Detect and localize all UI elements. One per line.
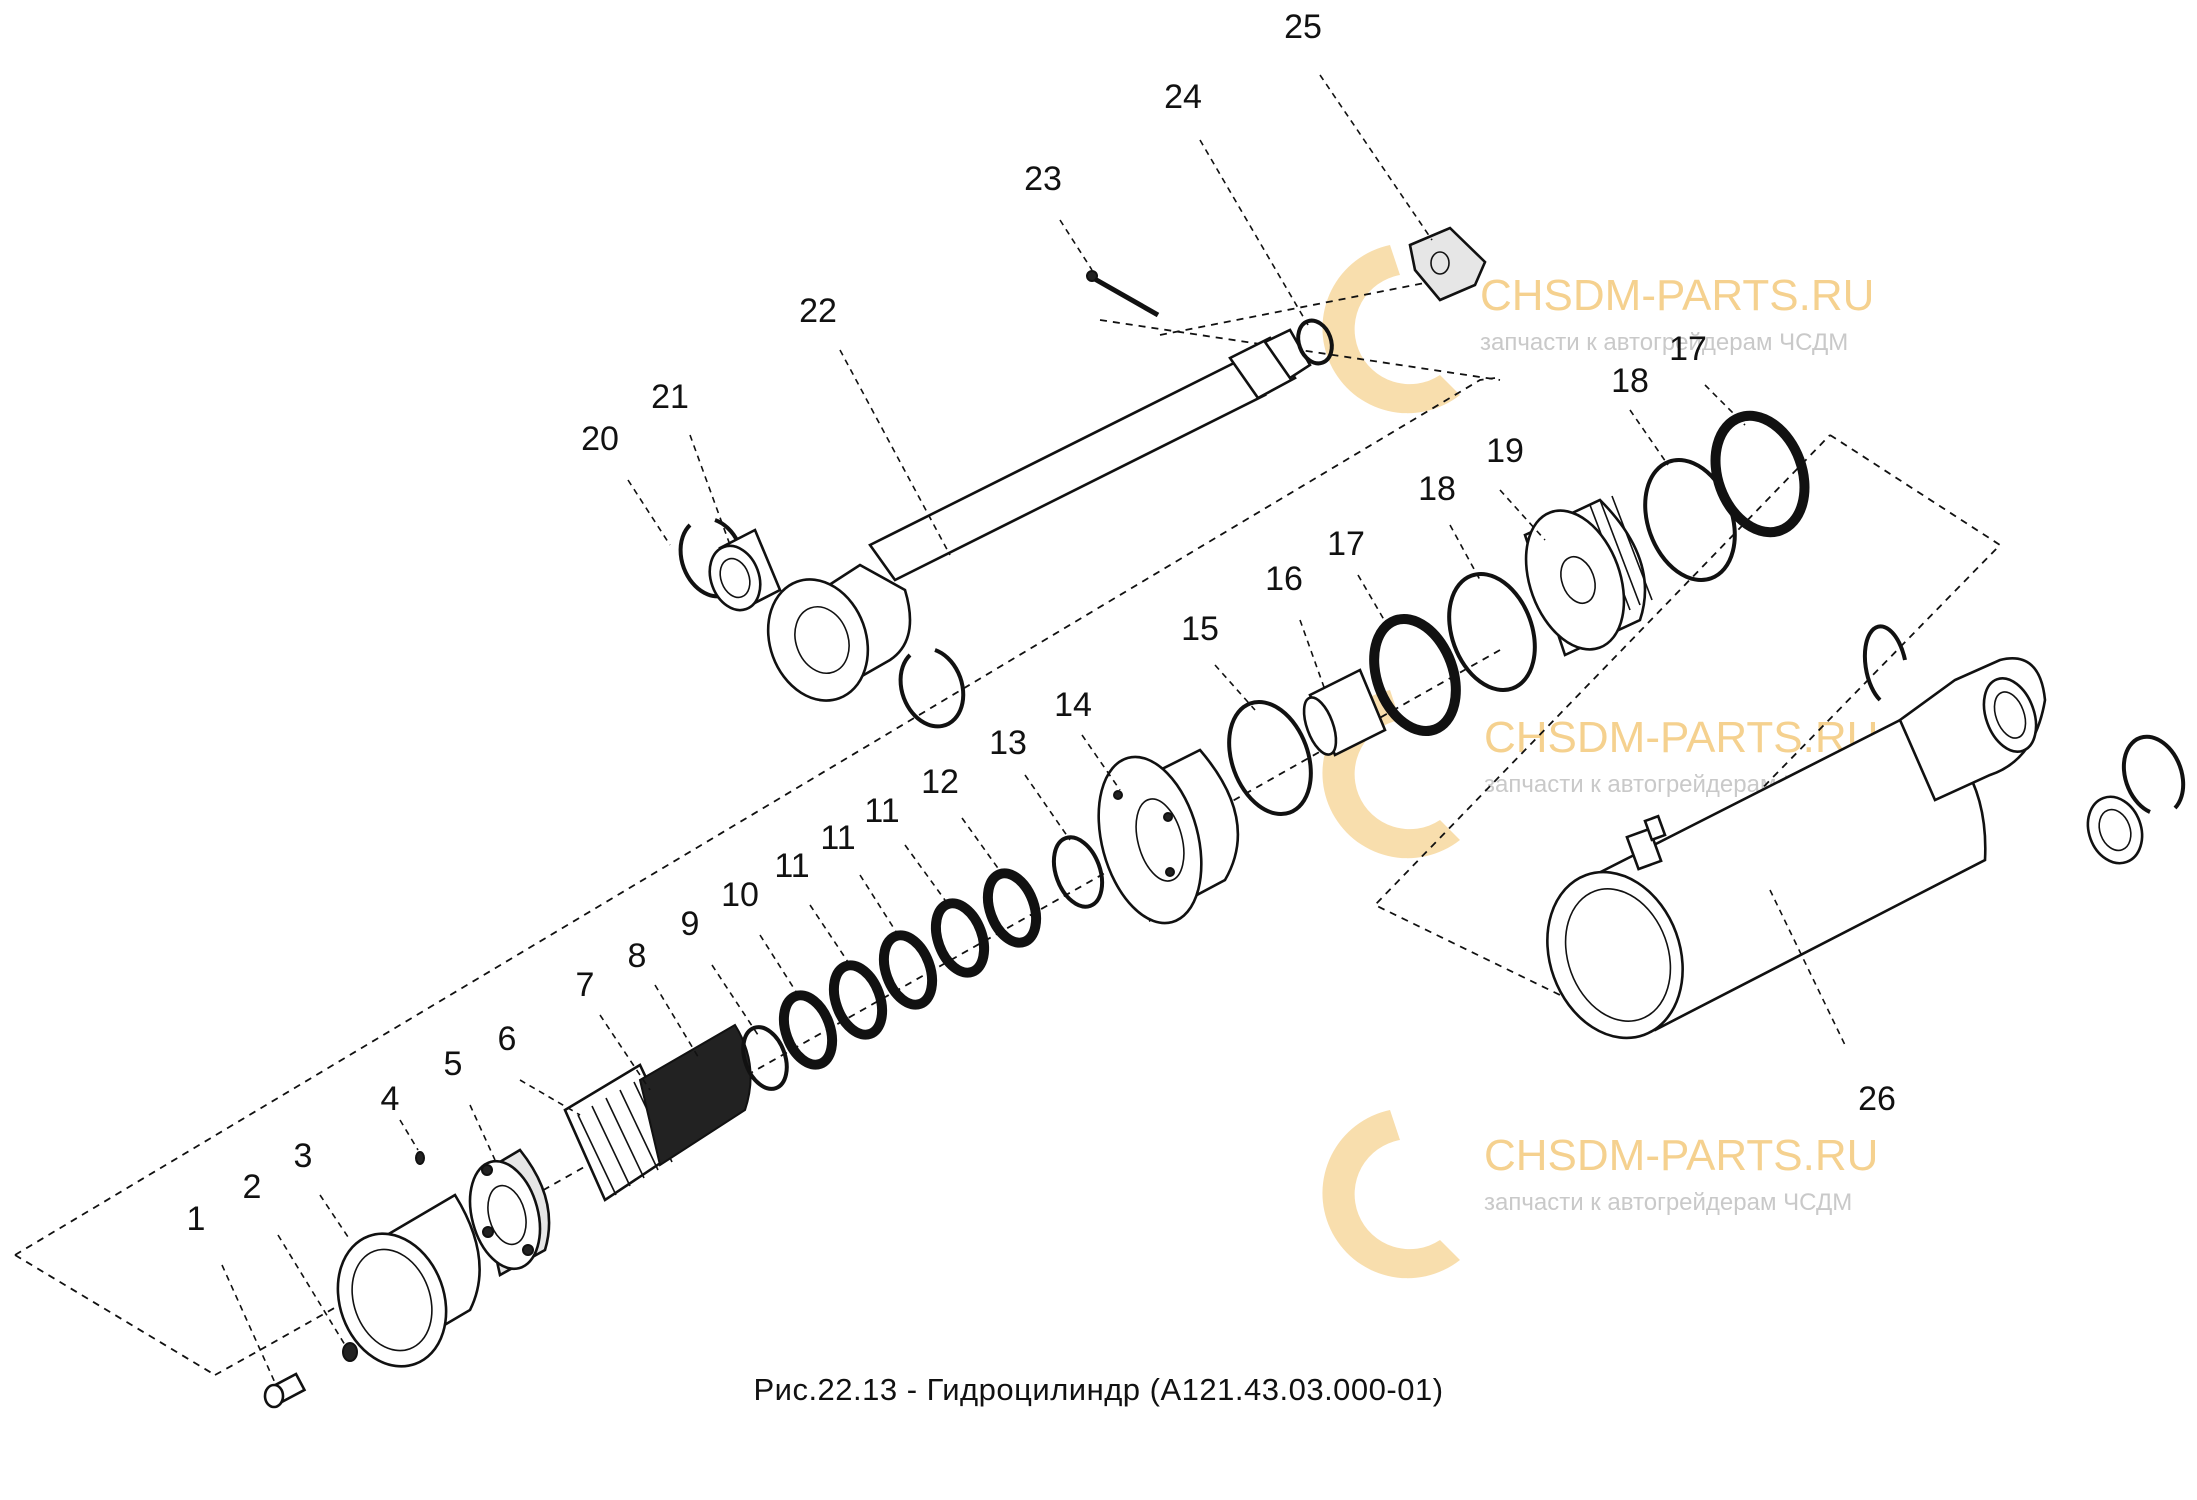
callout-9: 9 [681, 905, 700, 943]
callout-17b: 17 [1669, 330, 1707, 368]
part-5-flange [468, 1148, 551, 1277]
callout-labels: 1 2 3 4 5 6 7 8 9 10 11 11 11 12 13 14 1… [187, 8, 1896, 1238]
part-19-piston [1523, 495, 1653, 657]
callout-26: 26 [1858, 1080, 1896, 1118]
part-1-bolt [263, 1372, 307, 1409]
callout-17a: 17 [1327, 525, 1365, 563]
gear-logo-icon [1322, 1110, 1460, 1279]
callout-20: 20 [581, 420, 619, 458]
callout-23: 23 [1024, 160, 1062, 198]
part-18-ring-b [1643, 457, 1737, 583]
watermark-site-bottom: CHSDM-PARTS.RU [1484, 1131, 1878, 1180]
part-11-seal-b [878, 930, 938, 1010]
callout-22: 22 [799, 292, 837, 330]
part-13-ring [1051, 835, 1105, 909]
callout-5: 5 [444, 1045, 463, 1083]
leader-lines [221, 74, 1846, 1386]
part-3-nut [336, 1193, 481, 1368]
part-12-seal [982, 868, 1042, 948]
callout-14: 14 [1054, 686, 1092, 724]
callout-13: 13 [989, 724, 1027, 762]
callout-2: 2 [243, 1168, 262, 1206]
part-25-castle-nut [1408, 226, 1487, 302]
part-8-threaded-sleeve [638, 1023, 752, 1167]
callout-19: 19 [1486, 432, 1524, 470]
callout-12: 12 [921, 763, 959, 801]
watermark-bottom: CHSDM-PARTS.RU запчасти к автогрейдерам … [1322, 1110, 1878, 1279]
part-9-ring [741, 1025, 789, 1091]
callout-11c: 11 [864, 792, 899, 830]
watermark-tagline-top: запчасти к автогрейдерам ЧСДМ [1480, 329, 1848, 356]
callout-21: 21 [651, 378, 689, 416]
part-14-gland [1097, 748, 1240, 925]
callout-7: 7 [576, 966, 595, 1004]
callout-6: 6 [498, 1020, 517, 1058]
part-11-seal-c [930, 898, 990, 978]
callout-8: 8 [628, 937, 647, 975]
callout-3: 3 [294, 1137, 313, 1175]
callout-10: 10 [721, 876, 759, 914]
callout-11a: 11 [774, 847, 809, 885]
part-15-ring [1227, 699, 1313, 817]
part-16-bushing [1302, 668, 1387, 757]
part-24-washer [1296, 318, 1334, 366]
part-2-washer [342, 1342, 358, 1362]
callout-18b: 18 [1611, 362, 1649, 400]
watermark-site-middle: CHSDM-PARTS.RU [1484, 713, 1878, 762]
part-11-seal-a [828, 960, 888, 1040]
part-17-seal-a [1369, 613, 1461, 737]
gear-logo-icon [1322, 245, 1460, 414]
part-23-cotter-pin [1086, 270, 1160, 318]
part-17-seal-b [1710, 410, 1810, 538]
callout-15: 15 [1181, 610, 1219, 648]
callout-1: 1 [187, 1200, 206, 1238]
part-26-cylinder-barrel [1546, 624, 2047, 1040]
callout-25: 25 [1284, 8, 1322, 46]
callout-11b: 11 [820, 819, 855, 857]
callout-24: 24 [1164, 78, 1202, 116]
part-22-rod [766, 328, 1312, 702]
callout-16: 16 [1265, 560, 1303, 598]
watermark-top: CHSDM-PARTS.RU запчасти к автогрейдерам … [1322, 245, 1874, 414]
part-4-pin [415, 1151, 425, 1165]
part-18-ring-a [1447, 571, 1537, 693]
part-10-seal [778, 990, 838, 1070]
part-21-bearing [708, 528, 2186, 865]
watermark-site-top: CHSDM-PARTS.RU [1480, 271, 1874, 320]
callout-18a: 18 [1418, 470, 1456, 508]
figure-caption: Рис.22.13 - Гидроцилиндр (А121.43.03.000… [753, 1372, 1444, 1407]
callout-4: 4 [381, 1080, 400, 1118]
watermark-tagline-bottom: запчасти к автогрейдерам ЧСДМ [1484, 1189, 1852, 1216]
